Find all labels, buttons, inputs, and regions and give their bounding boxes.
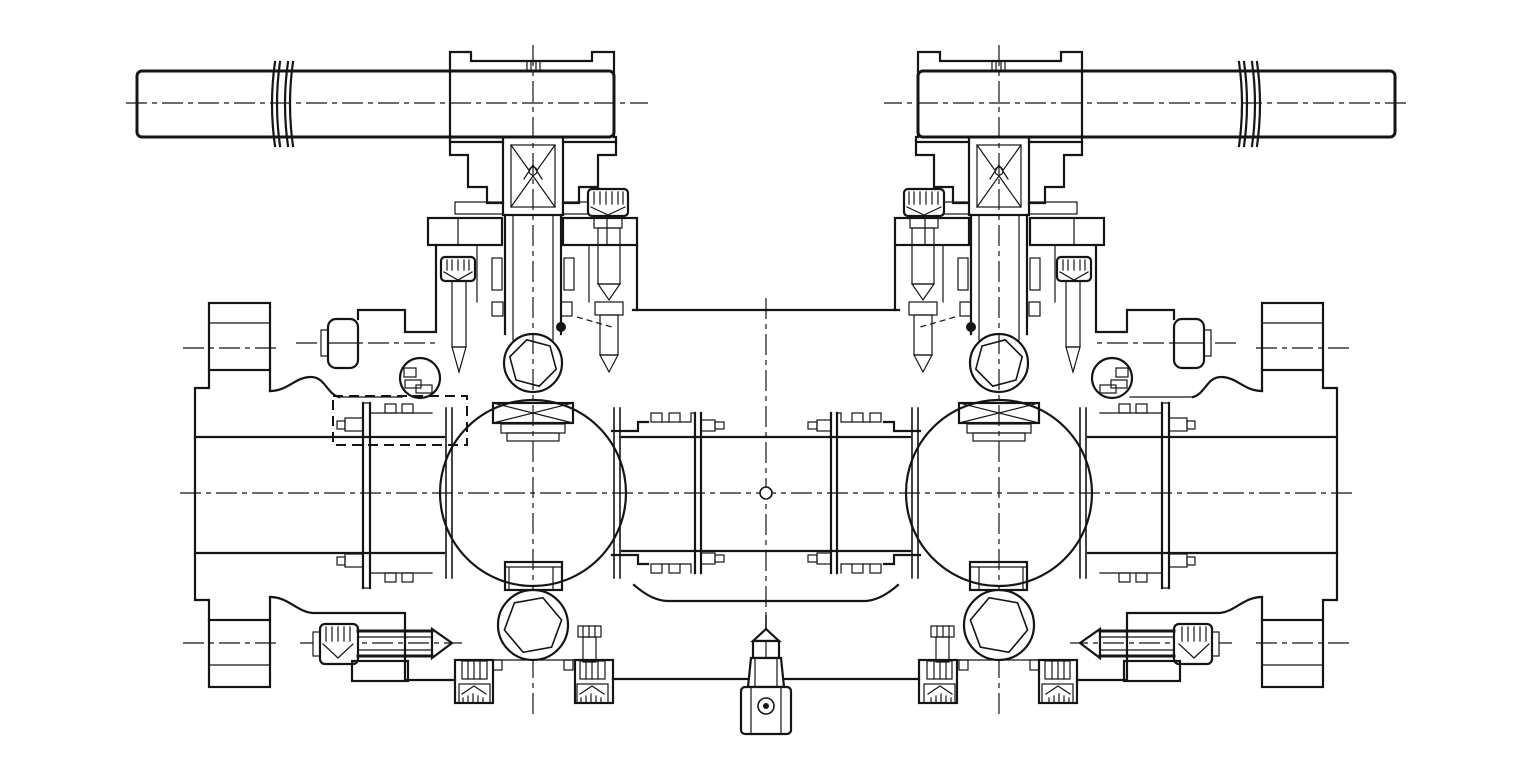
left-valve-assembly [124,43,768,718]
center-bleed-fitting [739,615,793,736]
bleed-sight-dot [763,703,769,709]
bleed-sight-port [757,697,775,715]
bleed-collar [746,656,786,689]
bleed-body [739,685,793,736]
detail-boundary-dashed-box [332,395,468,446]
center-features [332,298,793,736]
right-valve-assembly [764,43,1408,718]
bleed-tip [750,627,782,643]
center-point-marker [759,486,773,500]
